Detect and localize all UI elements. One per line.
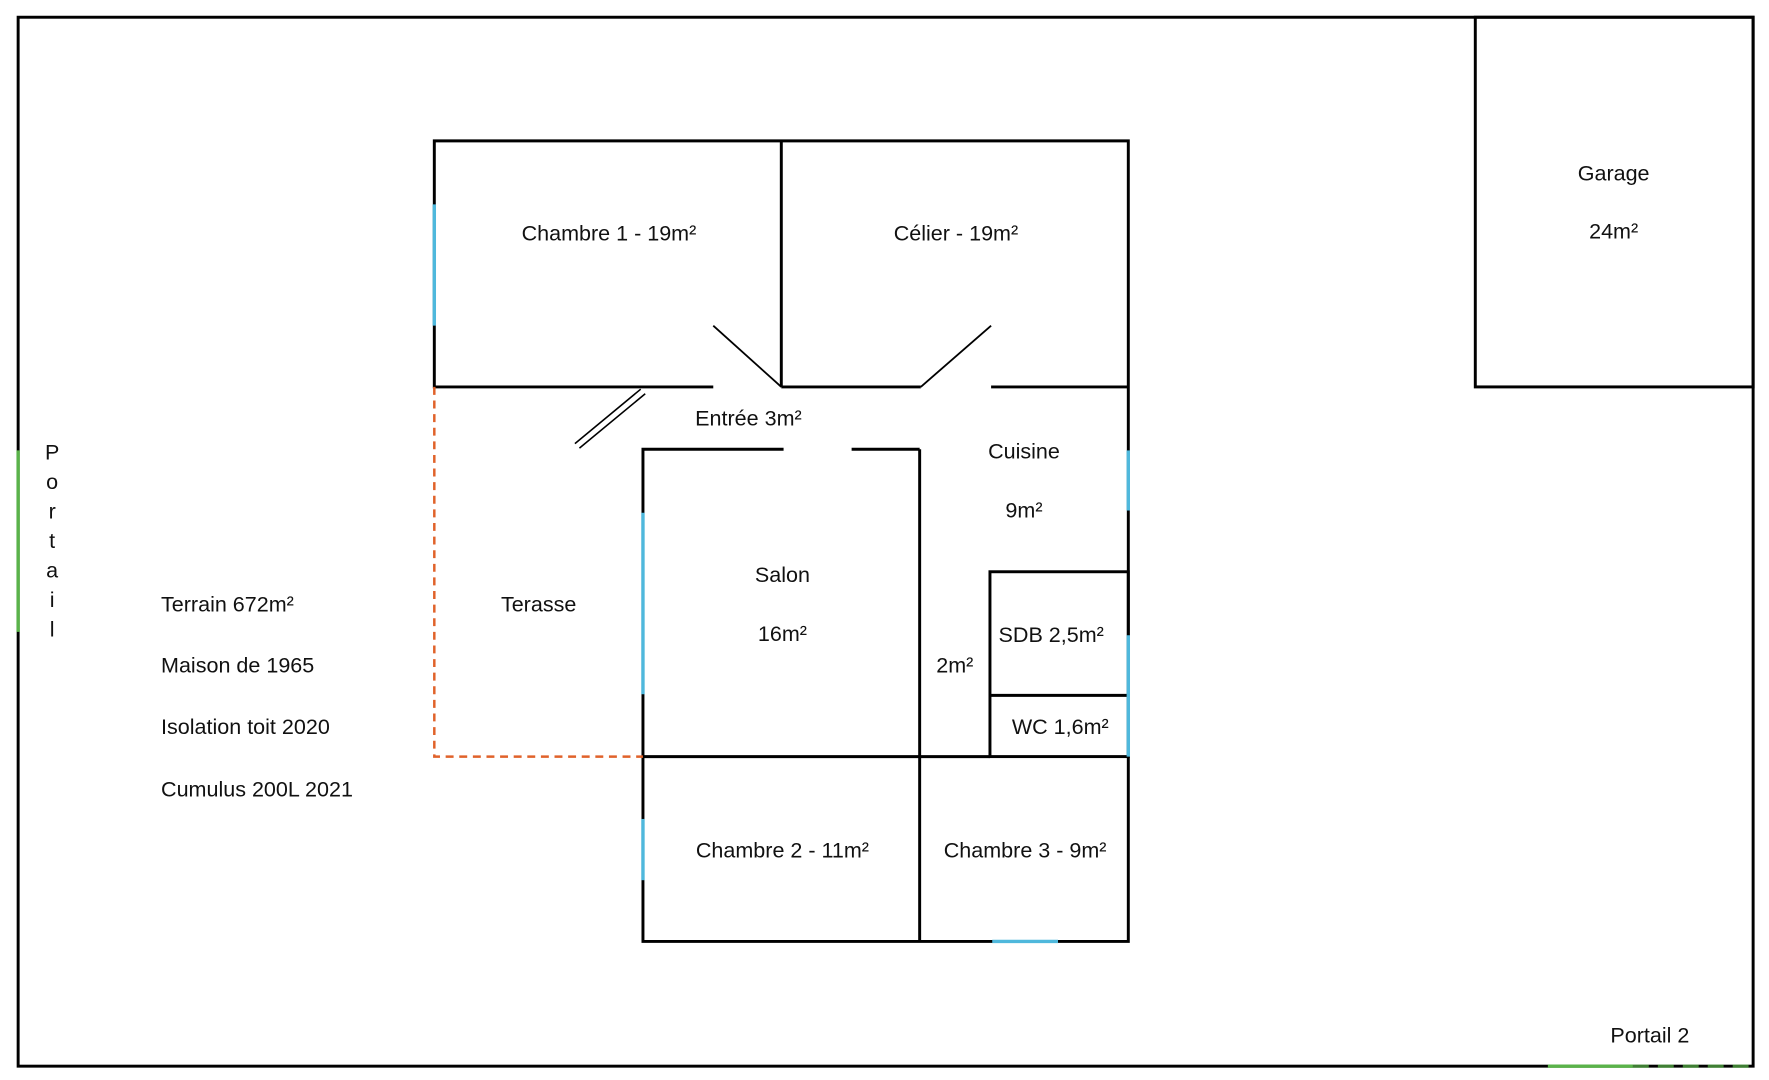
room-garage: Garage bbox=[1578, 162, 1650, 186]
garage-walls bbox=[1473, 15, 1755, 389]
room-salon: Salon bbox=[755, 563, 810, 587]
svg-text:Cumulus 200L 2021: Cumulus 200L 2021 bbox=[161, 777, 353, 801]
svg-text:r: r bbox=[49, 499, 56, 523]
portail-label: P o r t a i l bbox=[45, 440, 59, 641]
room-entree: Entrée 3m² bbox=[695, 406, 802, 430]
room-chambre1: Chambre 1 - 19m² bbox=[522, 222, 697, 246]
svg-text:Maison de 1965: Maison de 1965 bbox=[161, 654, 314, 678]
property-info: Terrain 672m² Maison de 1965 Isolation t… bbox=[161, 592, 353, 801]
svg-text:P: P bbox=[45, 440, 59, 464]
svg-text:Isolation toit 2020: Isolation toit 2020 bbox=[161, 715, 330, 739]
room-garage-area: 24m² bbox=[1589, 219, 1638, 243]
svg-text:a: a bbox=[46, 558, 58, 582]
room-chambre3: Chambre 3 - 9m² bbox=[944, 839, 1107, 863]
house-walls bbox=[432, 139, 1130, 943]
svg-text:l: l bbox=[50, 617, 55, 641]
room-cuisine: Cuisine bbox=[988, 439, 1060, 463]
door-celier bbox=[920, 324, 992, 388]
svg-text:Terrain 672m²: Terrain 672m² bbox=[161, 592, 294, 616]
entry-door bbox=[574, 388, 642, 445]
svg-text:i: i bbox=[50, 588, 55, 612]
room-celier: Célier - 19m² bbox=[894, 222, 1018, 246]
terrace-outline bbox=[433, 386, 643, 758]
portail2-label: Portail 2 bbox=[1610, 1023, 1689, 1047]
room-wc: WC 1,6m² bbox=[1012, 715, 1109, 739]
room-salon-area: 16m² bbox=[758, 622, 807, 646]
room-cuisine-area: 9m² bbox=[1005, 498, 1042, 522]
plot-boundary bbox=[16, 15, 1755, 1068]
svg-text:t: t bbox=[49, 529, 55, 553]
room-couloir-area: 2m² bbox=[936, 654, 973, 678]
room-terasse: Terasse bbox=[501, 592, 576, 616]
room-chambre2: Chambre 2 - 11m² bbox=[696, 839, 869, 863]
svg-text:o: o bbox=[46, 470, 58, 494]
room-sdb: SDB 2,5m² bbox=[999, 623, 1104, 647]
windows bbox=[432, 204, 1131, 944]
door-chambre1 bbox=[712, 325, 782, 388]
